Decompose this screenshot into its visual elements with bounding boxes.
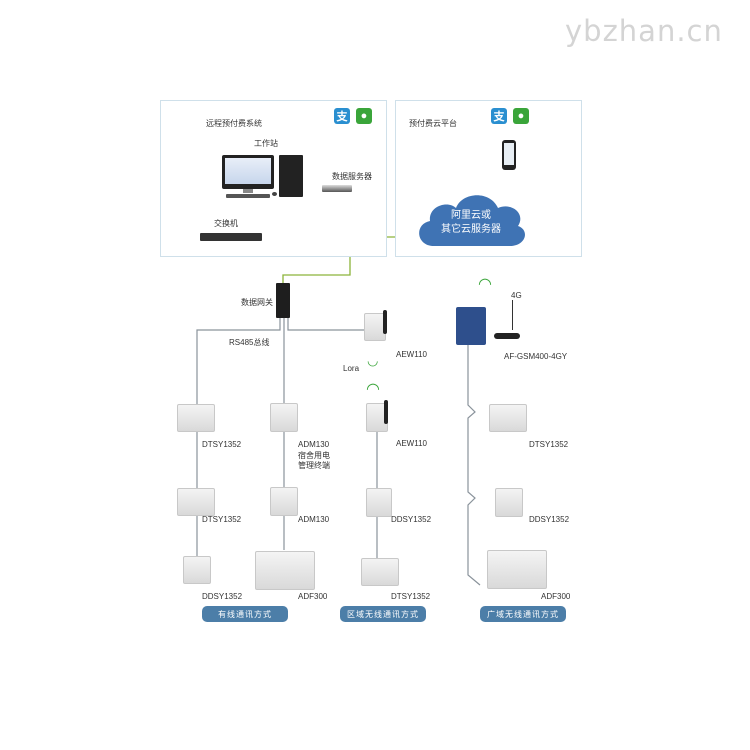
switch-label: 交换机 bbox=[214, 219, 238, 228]
aew110-bottom-label: AEW110 bbox=[396, 439, 427, 448]
workstation-label: 工作站 bbox=[254, 139, 278, 148]
adm130-note-line1: 宿舍用电 bbox=[298, 451, 330, 460]
dtsy1352-label: DTSY1352 bbox=[202, 440, 242, 449]
ddsy1352-label: DDSY1352 bbox=[391, 515, 432, 524]
adm130-label: ADM130 bbox=[298, 515, 330, 524]
adm130-meter bbox=[270, 487, 298, 516]
wifi-signal-icon: ◠ bbox=[367, 355, 379, 370]
regional-wireless-mode-badge: 区域无线通讯方式 bbox=[340, 606, 426, 622]
wechat-icon: ● bbox=[513, 108, 529, 124]
aew110-top-label: AEW110 bbox=[396, 350, 427, 359]
adm130-note-line2: 管理终端 bbox=[298, 461, 330, 470]
rs485-bus-label: RS485总线 bbox=[229, 338, 270, 347]
keyboard-icon bbox=[226, 194, 270, 198]
cloud-server-icon bbox=[419, 195, 525, 246]
dtsy1352-meter bbox=[177, 488, 215, 516]
remote-prepaid-system-title: 远程预付费系统 bbox=[206, 119, 262, 128]
wide-area-wireless-mode-badge: 广域无线通讯方式 bbox=[480, 606, 566, 622]
dtsy1352-label: DTSY1352 bbox=[391, 592, 431, 601]
dtsy1352-meter bbox=[489, 404, 527, 432]
antenna-icon bbox=[383, 310, 387, 334]
wifi-signal-icon: ◠ bbox=[366, 381, 380, 398]
4g-antenna-icon bbox=[512, 300, 513, 330]
af-gsm400-label: AF-GSM400-4GY bbox=[504, 352, 568, 361]
wan-link bbox=[467, 345, 481, 586]
alipay-icon: 支 bbox=[334, 108, 350, 124]
data-server-icon bbox=[322, 185, 352, 192]
adf300-meter bbox=[255, 551, 315, 590]
dtsy1352-meter bbox=[177, 404, 215, 432]
wechat-icon: ● bbox=[356, 108, 372, 124]
dtsy1352-label: DTSY1352 bbox=[529, 440, 569, 449]
wifi-signal-icon: ◠ bbox=[478, 276, 492, 293]
data-gateway-icon bbox=[276, 283, 290, 318]
af-gsm400-gateway-icon bbox=[456, 307, 486, 345]
alipay-icon: 支 bbox=[491, 108, 507, 124]
adm130-label: ADM130 bbox=[298, 440, 330, 449]
lora-label: Lora bbox=[343, 364, 360, 373]
ddsy1352-meter bbox=[183, 556, 211, 584]
workstation-tower-icon bbox=[279, 155, 303, 197]
data-gateway-label: 数据网关 bbox=[241, 298, 273, 307]
mouse-icon bbox=[272, 192, 277, 196]
cloud-label: 阿里云或 其它云服务器 bbox=[412, 209, 530, 237]
workstation-monitor-icon bbox=[222, 155, 274, 189]
antenna-cable-icon bbox=[494, 333, 520, 339]
watermark: ybzhan.cn bbox=[565, 14, 723, 48]
smartphone-icon bbox=[502, 140, 516, 170]
adf300-meter bbox=[487, 550, 547, 589]
monitor-stand bbox=[243, 189, 253, 193]
adm130-meter bbox=[270, 403, 298, 432]
ddsy1352-label: DDSY1352 bbox=[529, 515, 570, 524]
dtsy1352-label: DTSY1352 bbox=[202, 515, 242, 524]
ddsy1352-meter bbox=[366, 488, 392, 517]
4g-antenna-label: 4G bbox=[511, 291, 522, 300]
cloud-label-line2: 其它云服务器 bbox=[441, 224, 501, 235]
dtsy1352-meter bbox=[361, 558, 399, 586]
rs485-bus-right bbox=[287, 318, 365, 331]
adf300-label: ADF300 bbox=[298, 592, 328, 601]
antenna-icon bbox=[384, 400, 388, 424]
switch-icon bbox=[200, 233, 262, 241]
cloud-label-line1: 阿里云或 bbox=[451, 210, 491, 221]
data-server-label: 数据服务器 bbox=[332, 172, 372, 181]
prepaid-cloud-platform-title: 预付费云平台 bbox=[409, 119, 457, 128]
wired-mode-badge: 有线通讯方式 bbox=[202, 606, 288, 622]
ddsy1352-meter bbox=[495, 488, 523, 517]
ddsy1352-label: DDSY1352 bbox=[202, 592, 243, 601]
adf300-label: ADF300 bbox=[541, 592, 571, 601]
rs485-bus-left bbox=[196, 318, 281, 560]
